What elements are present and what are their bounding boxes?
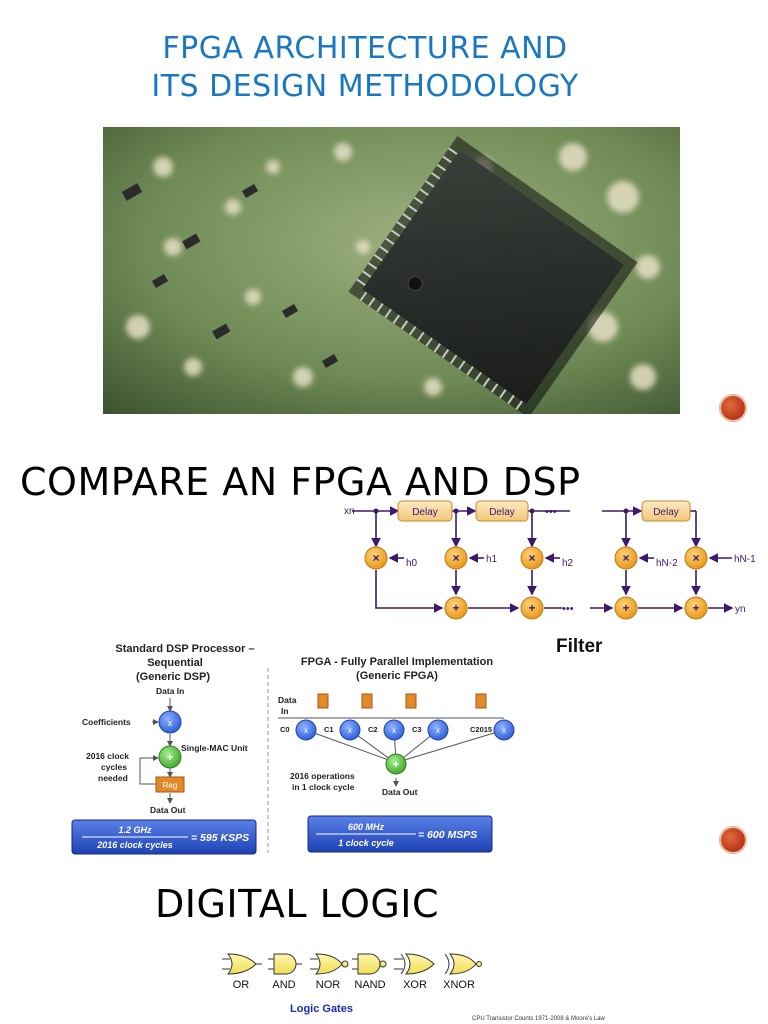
coef-label: h2 <box>562 558 574 569</box>
dsp-title-line1: Standard DSP Processor – <box>115 643 254 655</box>
dsp-title-line2: Sequential <box>147 657 203 669</box>
gate-label: AND <box>272 979 295 991</box>
dsp-title-line3: (Generic DSP) <box>136 671 210 683</box>
svg-text:+: + <box>692 601 699 615</box>
svg-text:×: × <box>372 551 379 565</box>
delay-label: Delay <box>489 507 515 518</box>
coef-label: hN-1 <box>734 554 756 565</box>
gate-label: XOR <box>403 979 427 991</box>
filter-ellipsis: ••• <box>545 506 557 518</box>
filter-diagram: Delay Delay Delay ••• ••• xn yn × × × × × + +… <box>340 496 768 628</box>
svg-text:x: x <box>392 726 396 735</box>
fpga-formula-result: = 600 MSPS <box>418 829 477 841</box>
svg-text:+: + <box>622 601 629 615</box>
svg-text:×: × <box>622 551 629 565</box>
filter-input-label: xn <box>344 506 355 517</box>
gate-label: NAND <box>354 979 385 991</box>
fpga-formula-den: 1 clock cycle <box>338 838 394 848</box>
fpga-ops-line2: in 1 clock cycle <box>292 782 355 792</box>
svg-text:x: x <box>304 726 308 735</box>
filter-caption: Filter <box>556 636 602 658</box>
coef-label: hN-2 <box>656 558 678 569</box>
dsp-coefficients-label: Coefficients <box>82 717 131 727</box>
fpga-ops-line1: 2016 operations <box>290 771 355 781</box>
slide1-title: FPGA ARCHITECTURE AND ITS DESIGN METHODO… <box>0 30 730 106</box>
fpga-tap-label: C2 <box>368 725 378 734</box>
svg-text:x: x <box>348 726 352 735</box>
logic-gates-caption: Logic Gates <box>290 1003 353 1015</box>
slide-bullet-icon <box>719 394 747 422</box>
slide3-title: DIGITAL LOGIC <box>155 882 439 926</box>
dsp-formula-num: 1.2 GHz <box>118 825 152 835</box>
dsp-clock-line3: needed <box>98 773 128 783</box>
logic-gates-row: OR AND NOR NAND XOR XNOR <box>222 950 482 994</box>
fpga-tap-label: C1 <box>324 725 334 734</box>
svg-text:+: + <box>452 601 459 615</box>
dsp-mac-label: Single-MAC Unit <box>181 743 248 753</box>
svg-text:x: x <box>168 718 173 728</box>
fpga-tap-label: C2015 <box>470 725 492 734</box>
dsp-data-out: Data Out <box>150 805 186 815</box>
svg-text:×: × <box>452 551 459 565</box>
moores-law-caption: CPU Transistor Counts 1971-2008 & Moore'… <box>472 1016 605 1022</box>
dsp-clock-line1: 2016 clock <box>86 751 129 761</box>
dsp-vs-fpga-diagram: Standard DSP Processor – Sequential (Gen… <box>60 638 520 860</box>
svg-text:x: x <box>502 726 506 735</box>
gate-label: NOR <box>316 979 341 991</box>
fpga-title-line2: (Generic FPGA) <box>356 670 438 682</box>
dsp-formula-result: = 595 KSPS <box>191 832 249 844</box>
delay-label: Delay <box>412 507 438 518</box>
dsp-reg-label: Reg <box>163 781 178 790</box>
filter-ellipsis: ••• <box>562 603 574 615</box>
circuit-board-photo <box>103 127 680 414</box>
dsp-data-in: Data In <box>156 686 184 696</box>
fpga-formula-num: 600 MHz <box>348 822 385 832</box>
dsp-formula-den: 2016 clock cycles <box>96 840 173 850</box>
slide1-title-line2: ITS DESIGN METHODOLOGY <box>0 68 730 106</box>
svg-text:+: + <box>528 601 535 615</box>
fpga-data-out: Data Out <box>382 787 418 797</box>
gate-label: OR <box>233 979 250 991</box>
svg-text:+: + <box>393 759 399 771</box>
gate-label: XNOR <box>443 979 475 991</box>
delay-label: Delay <box>653 507 679 518</box>
coef-label: h0 <box>406 558 418 569</box>
fpga-tap-label: C3 <box>412 725 422 734</box>
fpga-title-line1: FPGA - Fully Parallel Implementation <box>301 656 493 668</box>
fpga-data-in-2: In <box>281 706 289 716</box>
svg-text:+: + <box>167 752 173 764</box>
filter-output-label: yn <box>735 604 746 615</box>
fpga-tap-label: C0 <box>280 725 290 734</box>
slide1-title-line1: FPGA ARCHITECTURE AND <box>0 30 730 68</box>
svg-text:×: × <box>528 551 535 565</box>
coef-label: h1 <box>486 554 498 565</box>
svg-text:×: × <box>692 551 699 565</box>
dsp-clock-line2: cycles <box>101 762 127 772</box>
svg-text:x: x <box>436 726 440 735</box>
slide-bullet-icon <box>719 826 747 854</box>
fpga-data-in-1: Data <box>278 695 297 705</box>
